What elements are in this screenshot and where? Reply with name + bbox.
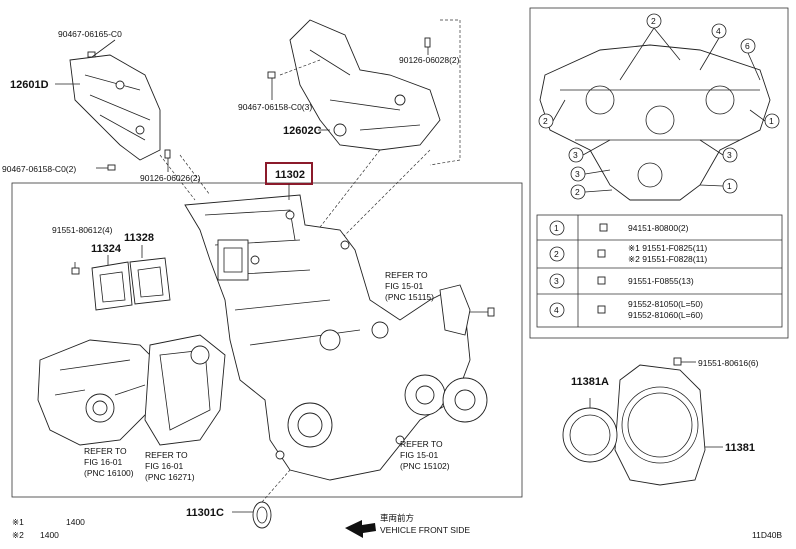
svg-text:2: 2 [651, 16, 656, 26]
legend-text: 91552-81050(L=50) [628, 299, 703, 309]
svg-text:(PNC 15102): (PNC 15102) [400, 461, 450, 471]
bolt-label[interactable]: 90126-06026(2) [140, 173, 201, 183]
svg-text:3: 3 [575, 169, 580, 179]
legend-num: 4 [554, 305, 559, 315]
svg-text:(PNC 16271): (PNC 16271) [145, 472, 195, 482]
bolt-label[interactable]: 90126-06028(2) [399, 55, 460, 65]
part-11324[interactable]: 11324 [91, 243, 122, 255]
part-11302[interactable]: 11302 [275, 169, 305, 181]
footnote-text: 1400 [40, 530, 59, 540]
svg-text:FIG 15-01: FIG 15-01 [400, 450, 439, 460]
front-side-jp: 車両前方 [380, 513, 414, 523]
bolt-label[interactable]: 91551-80616(6) [698, 358, 759, 368]
svg-text:REFER TO: REFER TO [84, 446, 127, 456]
seal-retainer-11381[interactable] [614, 364, 706, 486]
right-bracket [439, 284, 495, 336]
bolt-label[interactable]: 90467-06165-C0 [58, 29, 122, 39]
svg-text:3: 3 [573, 150, 578, 160]
svg-text:FIG 16-01: FIG 16-01 [145, 461, 184, 471]
figure-code: 11D40B [752, 530, 782, 540]
svg-text:(PNC 15115): (PNC 15115) [385, 292, 434, 302]
svg-text:3: 3 [727, 150, 732, 160]
ref-fig-15-01-b[interactable]: REFER TO FIG 15-01 (PNC 15102) [400, 439, 450, 471]
svg-text:(PNC 16100): (PNC 16100) [84, 468, 134, 478]
engine-overview [539, 44, 771, 201]
ref-fig-16-01-a[interactable]: REFER TO FIG 16-01 (PNC 16100) [84, 446, 134, 478]
part-11381A[interactable]: 11381A [571, 376, 609, 388]
bolt-label[interactable]: 90467-06158-C0(2) [2, 164, 76, 174]
crank-pulley-area [404, 374, 488, 423]
part-11328[interactable]: 11328 [124, 232, 154, 244]
footnote-mark: ※2 [12, 530, 24, 540]
svg-text:FIG 16-01: FIG 16-01 [84, 457, 123, 467]
bolt-label[interactable]: 91551-80612(4) [52, 225, 113, 235]
svg-text:1: 1 [769, 116, 774, 126]
overview-frame [529, 7, 789, 339]
legend-num: 2 [554, 249, 559, 259]
footnote-text: 1400 [66, 517, 85, 527]
part-12601D[interactable]: 12601D [10, 79, 49, 91]
bolt-icon [71, 267, 80, 275]
svg-text:4: 4 [716, 26, 721, 36]
footnote-mark: ※1 [12, 517, 24, 527]
vehicle-front-arrow: 車両前方 VEHICLE FRONT SIDE [345, 513, 470, 538]
svg-text:REFER TO: REFER TO [385, 270, 428, 280]
ref-fig-15-01-a[interactable]: REFER TO FIG 15-01 (PNC 15115) [385, 270, 434, 302]
part-11381[interactable]: 11381 [725, 442, 755, 454]
legend-num: 3 [554, 276, 559, 286]
svg-text:1: 1 [727, 181, 732, 191]
legend-text: 91551-F0855(13) [628, 276, 694, 286]
svg-text:2: 2 [575, 187, 580, 197]
bracket-12602C[interactable] [289, 19, 441, 151]
legend-num: 1 [554, 223, 559, 233]
ref-fig-16-01-b[interactable]: REFER TO FIG 16-01 (PNC 16271) [145, 450, 195, 482]
front-side-label: VEHICLE FRONT SIDE [380, 525, 470, 535]
svg-text:REFER TO: REFER TO [400, 439, 443, 449]
legend-text: 94151-80800(2) [628, 223, 689, 233]
bolt-icon [673, 357, 682, 366]
legend-text: 91552-81060(L=60) [628, 310, 703, 320]
water-pump-gasket[interactable] [144, 334, 226, 446]
legend-text: ※2 91551-F0828(11) [628, 254, 707, 264]
gasket-11324[interactable] [91, 261, 133, 311]
gasket-11328[interactable] [129, 257, 171, 305]
oil-seal-11381A[interactable] [562, 407, 618, 463]
part-12602C[interactable]: 12602C [283, 125, 322, 137]
bolt-label[interactable]: 90467-06158-C0(3) [238, 102, 312, 112]
water-pump[interactable] [37, 339, 161, 446]
overview-callouts: 2 4 6 2 1 3 3 3 2 1 [538, 13, 780, 200]
legend-table: 1 94151-80800(2) 2 ※1 91551-F0825(11) ※2… [536, 214, 783, 328]
svg-text:FIG 15-01: FIG 15-01 [385, 281, 424, 291]
svg-text:2: 2 [543, 116, 548, 126]
svg-text:6: 6 [745, 41, 750, 51]
oil-seal-11301C[interactable] [252, 501, 272, 529]
timing-cover-11302[interactable] [184, 194, 471, 481]
svg-text:REFER TO: REFER TO [145, 450, 188, 460]
part-11301C[interactable]: 11301C [186, 507, 224, 519]
legend-text: ※1 91551-F0825(11) [628, 243, 707, 253]
bracket-12601D[interactable] [69, 54, 161, 161]
